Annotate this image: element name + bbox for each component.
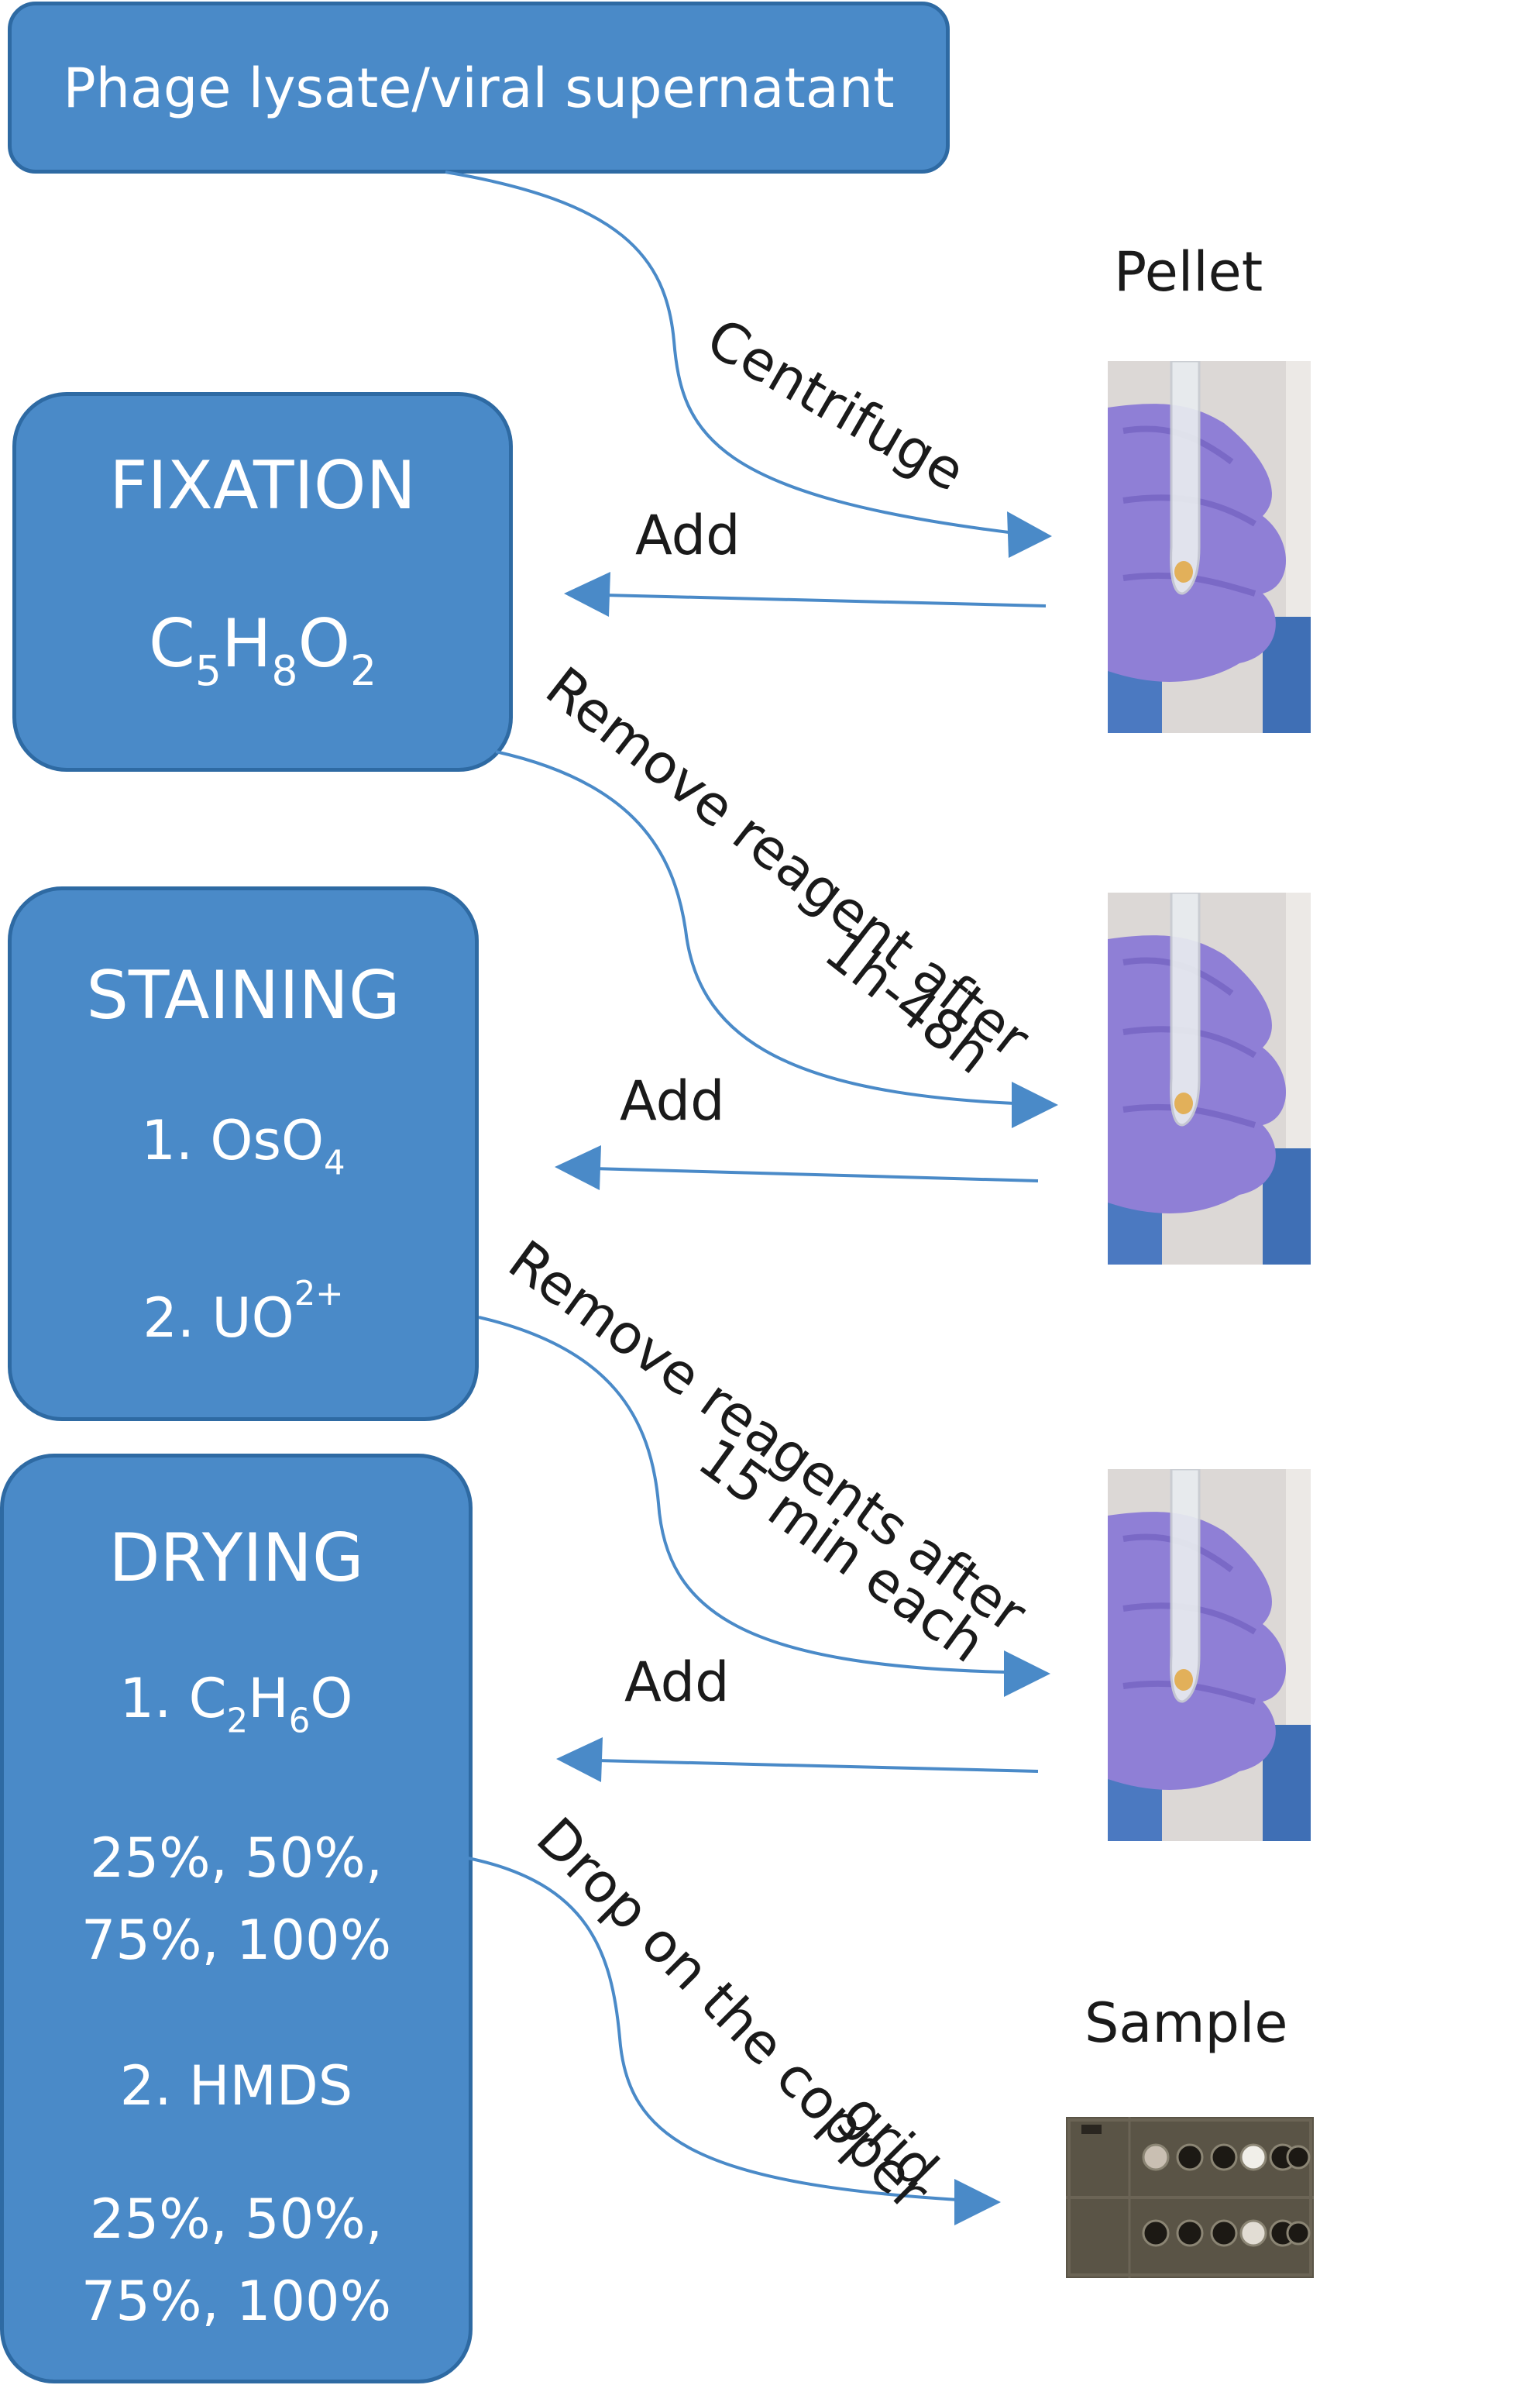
arrowhead-add-3 <box>556 1737 603 1782</box>
add-label-3: Add <box>624 1650 730 1714</box>
tube-in-gloved-hand-icon <box>1108 893 1311 1265</box>
remove-arrow-2 <box>478 1316 1008 1674</box>
drying-step-2-conc-line-1: 25%, 50%, <box>90 2187 383 2251</box>
add-arrow-2 <box>592 1167 1039 1182</box>
drop-arrow <box>467 1857 973 2202</box>
source-label: Phage lysate/viral supernatant <box>63 57 895 120</box>
fixation-box: FIXATION C5H8O2 <box>12 392 513 772</box>
arrowhead-remove-2 <box>1004 1650 1050 1697</box>
sample-label: Sample <box>1085 1991 1288 2055</box>
tube-in-gloved-hand-icon <box>1108 361 1311 733</box>
add-label-1: Add <box>635 504 741 567</box>
pellet-label: Pellet <box>1114 240 1263 304</box>
drying-title: DRYING <box>108 1519 364 1597</box>
staining-box: STAINING 1. OsO4 2. UO2+ <box>8 886 479 1421</box>
drying-step-2-conc-line-2: 75%, 100% <box>81 2270 392 2333</box>
tube-in-gloved-hand-icon <box>1108 1469 1311 1841</box>
drying-step-2: 2. HMDS <box>119 2054 353 2118</box>
staining-step-1: 1. OsO4 <box>141 1109 345 1183</box>
add-label-2: Add <box>620 1069 725 1133</box>
arrowhead-centrifuge <box>1007 511 1052 558</box>
arrowhead-add-2 <box>555 1145 601 1190</box>
copper-grid-plate-icon <box>1066 2117 1314 2278</box>
arrowhead-add-1 <box>564 572 610 617</box>
drying-step-1-conc-line-2: 75%, 100% <box>81 1908 392 1972</box>
add-arrow-1 <box>603 594 1047 607</box>
fixation-title: FIXATION <box>109 447 416 525</box>
centrifuge-arrow <box>445 170 1016 535</box>
staining-step-2: 2. UO2+ <box>143 1275 344 1351</box>
add-arrow-3 <box>596 1759 1039 1773</box>
arrowhead-drop <box>954 2179 1001 2225</box>
staining-title: STAINING <box>86 957 400 1034</box>
arrowhead-remove-1 <box>1012 1082 1058 1128</box>
remove-arrow-1 <box>495 750 1016 1105</box>
fixation-formula: C5H8O2 <box>148 605 377 695</box>
drying-step-1-conc-line-1: 25%, 50%, <box>90 1826 383 1890</box>
source-box: Phage lysate/viral supernatant <box>8 2 950 174</box>
drying-box: DRYING 1. C2H6O 25%, 50%, 75%, 100% 2. H… <box>0 1454 473 2383</box>
drying-step-1: 1. C2H6O <box>119 1667 353 1741</box>
